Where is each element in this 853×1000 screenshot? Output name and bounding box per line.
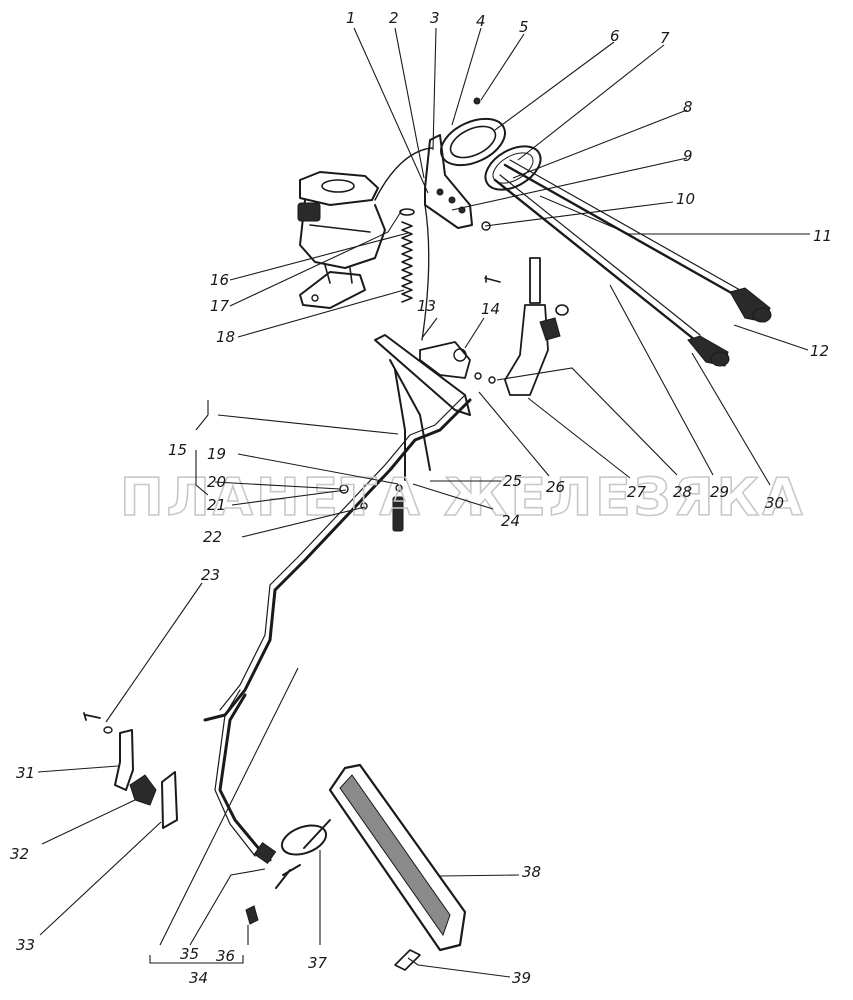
- label-15: 15: [168, 441, 187, 459]
- pin-39-drawing: [394, 949, 421, 971]
- pedal-lever-lower-inner-drawing: [214, 689, 256, 857]
- label-7: 7: [660, 29, 670, 47]
- label-1: 1: [346, 9, 356, 27]
- throttle-cable-drawing: [421, 204, 430, 341]
- label-27: 27: [627, 483, 647, 501]
- stop-screw-drawing: [245, 905, 259, 925]
- label-5: 5: [519, 18, 529, 36]
- label-24: 24: [501, 512, 520, 530]
- label-18: 18: [216, 328, 235, 346]
- label-22: 22: [203, 528, 222, 546]
- label-31: 31: [16, 764, 35, 782]
- label-4: 4: [476, 12, 486, 30]
- label-11: 11: [813, 227, 832, 245]
- label-32: 32: [10, 845, 29, 863]
- choke-cable-drawing: [374, 147, 433, 201]
- knob-12-drawing: [729, 287, 772, 323]
- label-3: 3: [430, 9, 440, 27]
- rod-29-drawing: [493, 178, 697, 342]
- gasket-disc-drawing: [484, 145, 542, 191]
- carburetor-drawing: [297, 171, 386, 309]
- label-28: 28: [673, 483, 692, 501]
- label-21: 21: [207, 496, 226, 514]
- label-17: 17: [210, 297, 230, 315]
- part-labels: 1 2 3 4 5 6 7 8 9 10 11 12 13 14 15 16 1…: [10, 9, 832, 987]
- label-19: 19: [207, 445, 226, 463]
- label-14: 14: [481, 300, 500, 318]
- rod-29-sheath-drawing: [499, 174, 701, 336]
- watermark: ПЛАНЕТА ЖЕЛЕЗЯКА: [120, 468, 805, 528]
- rod-11-sheath-drawing: [509, 159, 741, 291]
- bracket-drawing: [424, 134, 491, 231]
- escutcheon-drawing: [440, 117, 506, 167]
- label-36: 36: [216, 947, 235, 965]
- pedal-pad-drawing: [328, 763, 467, 952]
- label-12: 12: [810, 342, 829, 360]
- label-13: 13: [417, 297, 436, 315]
- label-20: 20: [207, 473, 226, 491]
- label-37: 37: [308, 954, 328, 972]
- leader-lines: [37, 27, 810, 978]
- label-6: 6: [610, 27, 620, 45]
- label-25: 25: [503, 472, 522, 490]
- spring-drawing: [399, 208, 415, 303]
- label-35: 35: [180, 945, 199, 963]
- label-8: 8: [683, 98, 693, 116]
- label-34: 34: [189, 969, 208, 987]
- label-30: 30: [765, 494, 784, 512]
- label-39: 39: [512, 969, 531, 987]
- label-16: 16: [210, 271, 229, 289]
- pedal-arm-inner-drawing: [219, 394, 466, 711]
- link-rods-drawing: [339, 359, 496, 532]
- floor-bracket-drawing: [83, 712, 178, 829]
- lever-bracket-drawing: [374, 257, 569, 416]
- lever-end-drawing: [253, 841, 277, 865]
- screw-5-drawing: [473, 97, 481, 105]
- label-33: 33: [16, 936, 35, 954]
- pedal-washer-drawing: [275, 819, 331, 889]
- label-23: 23: [201, 566, 220, 584]
- label-2: 2: [389, 9, 399, 27]
- label-38: 38: [522, 863, 541, 881]
- label-10: 10: [676, 190, 695, 208]
- label-9: 9: [683, 147, 693, 165]
- pedal-arm-drawing: [203, 398, 472, 722]
- label-29: 29: [710, 483, 729, 501]
- knob-30-drawing: [687, 335, 730, 367]
- pedal-lever-lower-drawing: [218, 693, 272, 862]
- label-26: 26: [546, 478, 565, 496]
